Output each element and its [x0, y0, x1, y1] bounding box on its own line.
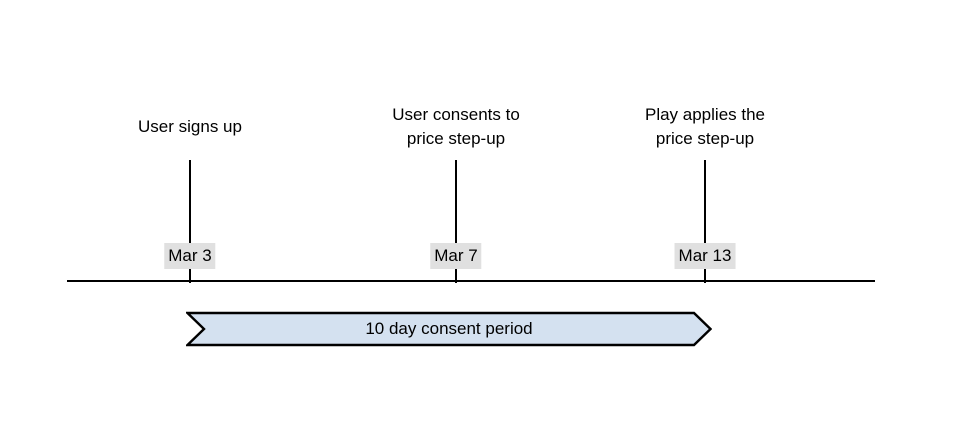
consent-period-banner: 10 day consent period [186, 311, 712, 347]
event-tick-signup [189, 160, 191, 283]
consent-period-banner-shape [186, 311, 712, 347]
event-label-apply: Play applies the price step-up [644, 105, 766, 148]
banner-polygon [186, 311, 712, 347]
event-label-consent: User consents to price step-up [392, 105, 520, 148]
timeline-axis [67, 280, 875, 282]
event-tick-consent [455, 160, 457, 283]
date-chip-signup: Mar 3 [164, 243, 216, 269]
event-label-signup: User signs up [138, 117, 242, 136]
date-chip-apply: Mar 13 [674, 243, 736, 269]
date-chip-consent: Mar 7 [430, 243, 482, 269]
event-tick-apply [704, 160, 706, 283]
